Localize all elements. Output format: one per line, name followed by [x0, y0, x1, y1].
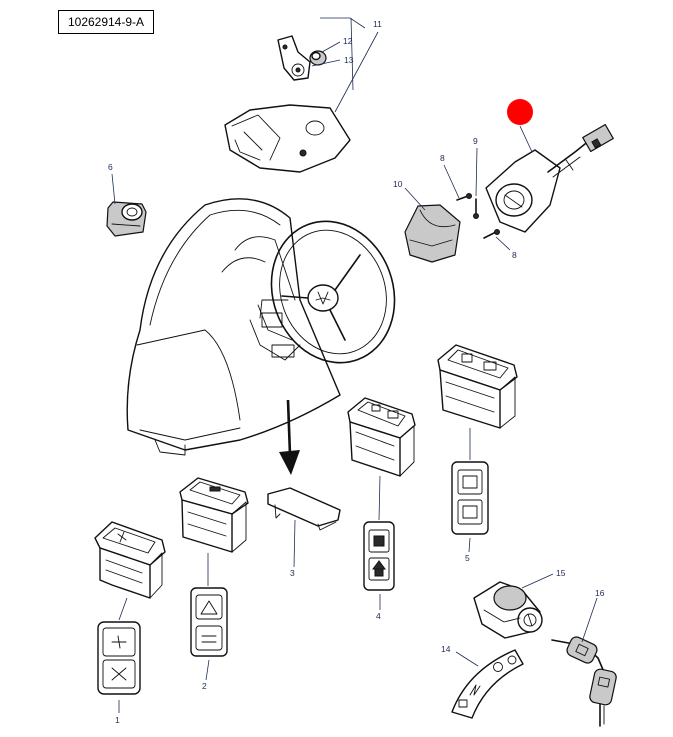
part-11-bracket: [224, 104, 351, 173]
highlight-marker: [507, 99, 533, 125]
part-2-switch-body: [179, 477, 249, 553]
part-9-screw: [473, 198, 479, 219]
part-4-switch-face: [363, 521, 395, 591]
callout-8-lower: 8: [512, 250, 517, 260]
callout-5: 5: [465, 553, 470, 563]
part-4-switch-body: [347, 397, 416, 477]
part-3-blank-cover: [267, 487, 341, 531]
part-15-ignition-switch: [473, 581, 543, 639]
callout-15: 15: [556, 568, 566, 578]
part-5-switch-body: [437, 344, 518, 429]
part-8-screw-upper: [456, 193, 472, 201]
part-5-switch-face: [451, 461, 489, 535]
callout-3: 3: [290, 568, 295, 578]
document-id-label: 10262914-9-A: [58, 10, 154, 34]
callout-8-upper: 8: [440, 153, 445, 163]
callout-9: 9: [473, 136, 478, 146]
steering-wheel-drawing: [259, 220, 396, 364]
part-14-ignition-bezel: [451, 649, 524, 719]
callout-12: 12: [343, 36, 353, 46]
part-2-switch-face: [190, 587, 228, 657]
callout-10: 10: [393, 179, 403, 189]
part-8-screw-lower: [483, 229, 500, 239]
dashboard-console-drawing: [126, 198, 341, 456]
part-16-keys: [551, 636, 617, 727]
callout-labels: 1 2 3 4 5 6 8 8 9 10 11 12 13 14 15 16: [108, 19, 605, 725]
part-13-cam-bracket: [277, 35, 311, 81]
callout-4: 4: [376, 611, 381, 621]
part-6-rotary-knob: [106, 201, 147, 237]
part-1-switch-face: [97, 621, 141, 695]
callout-11: 11: [373, 19, 382, 29]
callout-6: 6: [108, 162, 113, 172]
multifunction-lever-switch: [485, 123, 614, 233]
pointer-arrow: [279, 399, 300, 475]
callout-16: 16: [595, 588, 605, 598]
callout-13: 13: [344, 55, 354, 65]
callout-14: 14: [441, 644, 451, 654]
part-1-switch-body: [94, 521, 166, 599]
callout-2: 2: [202, 681, 207, 691]
callout-1: 1: [115, 715, 120, 725]
part-12-nut: [309, 50, 327, 66]
leader-lines: [111, 17, 598, 713]
part-10-shroud: [404, 204, 461, 263]
